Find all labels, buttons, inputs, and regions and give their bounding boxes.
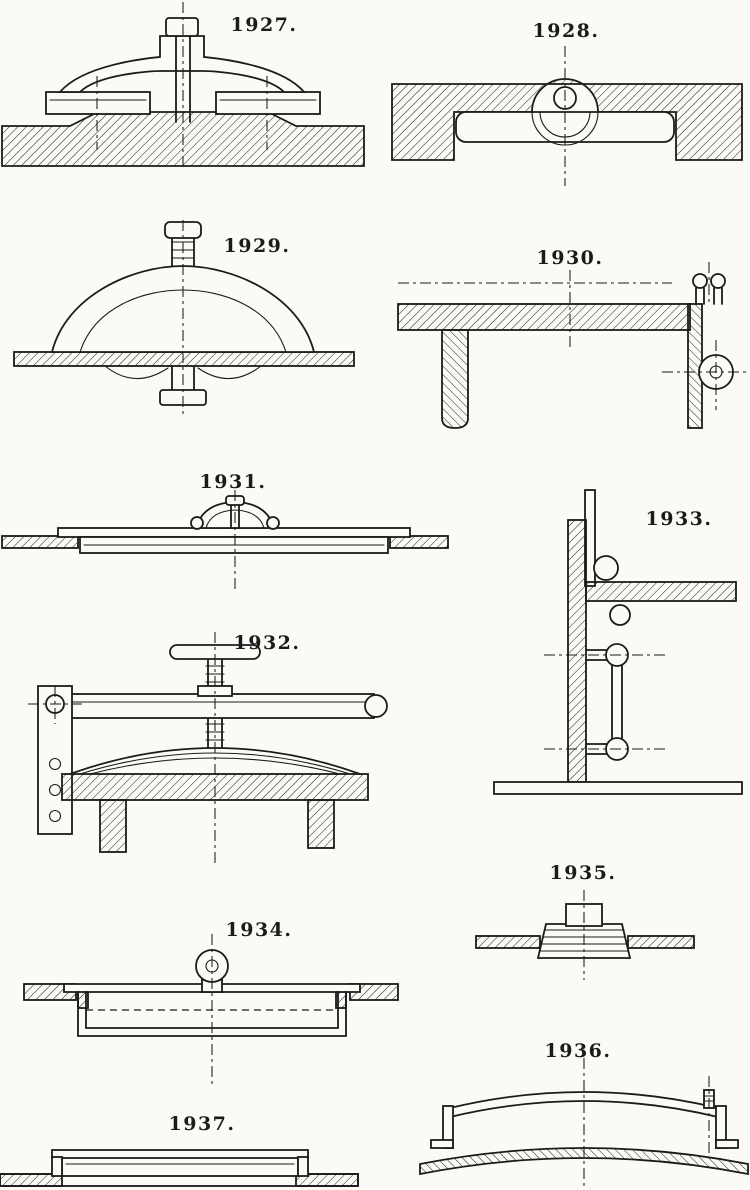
bolt-head-right <box>710 273 726 289</box>
hatched-plate-right <box>389 535 449 549</box>
underside-bump-left <box>104 365 169 380</box>
angle-vertical-leg <box>567 519 587 783</box>
figure-label-1928: 1928. <box>532 20 600 42</box>
figure-label-1931: 1931. <box>199 471 267 493</box>
right-leg <box>307 799 335 849</box>
figure-label-1927: 1927. <box>230 14 298 36</box>
cover-edge-right <box>215 91 321 115</box>
left-leg <box>99 799 127 853</box>
figure-1936-drawing <box>419 1058 749 1188</box>
hook-right <box>297 1156 309 1177</box>
figure-label-1929: 1929. <box>223 235 291 257</box>
clamp-nut <box>165 17 199 37</box>
cover-slab <box>61 1156 299 1177</box>
figure-1935-drawing <box>475 890 695 980</box>
rivet-head-lower <box>609 604 631 626</box>
crab-bridge-clamp <box>58 35 306 93</box>
curved-seat-plate <box>419 1147 749 1176</box>
tray-cover <box>63 983 361 1037</box>
plate-hole <box>48 809 62 823</box>
cover-top-plate <box>51 1149 309 1159</box>
hatched-cover-beam <box>397 303 691 331</box>
figure-1934-drawing <box>23 934 399 1084</box>
figure-1931-drawing <box>1 490 449 590</box>
figure-1929-drawing <box>13 220 355 414</box>
figure-1932-drawing <box>28 632 388 864</box>
figure-label-1930: 1930. <box>536 247 604 269</box>
hook-left <box>77 991 89 1009</box>
clamp-foot-right <box>266 516 280 530</box>
hatched-plate-left <box>0 1173 63 1187</box>
hook-left <box>51 1156 63 1177</box>
figure-label-1932: 1932. <box>233 632 301 654</box>
figure-1930-drawing <box>397 262 748 429</box>
figure-label-1934: 1934. <box>225 919 293 941</box>
cover-edge-left <box>45 91 151 115</box>
rivet-head-upper <box>593 555 619 581</box>
left-flange-leg <box>441 329 469 429</box>
plate-hole <box>48 783 62 797</box>
hatched-plate-left <box>1 535 79 549</box>
bolt-head-left <box>692 273 708 289</box>
figure-label-1935: 1935. <box>549 862 617 884</box>
flange-foot-right <box>715 1139 739 1149</box>
hatched-plate-right <box>295 1173 359 1187</box>
hatched-base-plate <box>13 351 355 367</box>
figure-1927-drawing <box>1 2 365 170</box>
hatched-plate-left <box>475 935 541 949</box>
angle-horizontal-leg <box>585 581 737 602</box>
right-knob <box>364 694 388 718</box>
figure-label-1936: 1936. <box>544 1040 612 1062</box>
figure-1928-drawing <box>391 46 743 186</box>
figure-label-1933: 1933. <box>645 508 713 530</box>
figure-label-1937: 1937. <box>168 1113 236 1135</box>
figure-1937-drawing <box>0 1149 359 1187</box>
hook-right <box>335 991 347 1009</box>
underside-bump-right <box>197 365 262 380</box>
clamp-foot-left <box>190 516 204 530</box>
figure-1933-drawing <box>493 489 743 795</box>
plate-hole <box>48 757 62 771</box>
cover-top-plate <box>57 527 411 538</box>
hatched-plate-right <box>627 935 695 949</box>
flange-foot-left <box>430 1139 454 1149</box>
base-plate <box>493 781 743 795</box>
